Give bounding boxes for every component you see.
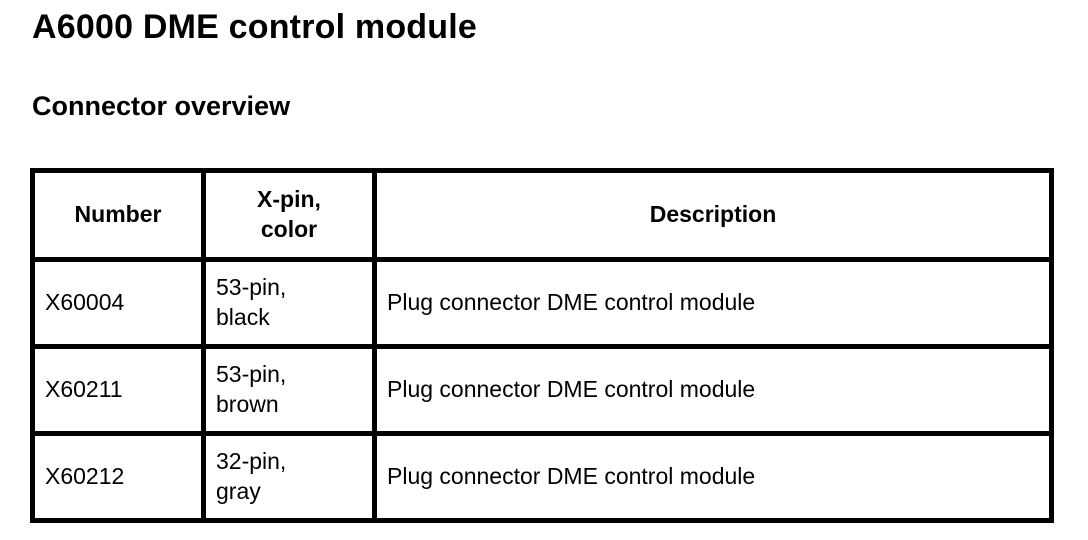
- page-title: A6000 DME control module: [32, 8, 477, 46]
- cell-description: Plug connector DME control module: [372, 431, 1054, 523]
- cell-connector-number: X60004: [30, 257, 206, 349]
- cell-description: Plug connector DME control module: [372, 344, 1054, 436]
- table-row: X60004 53-pin, black Plug connector DME …: [30, 257, 1054, 349]
- table-row: X60211 53-pin, brown Plug connector DME …: [30, 344, 1054, 436]
- cell-description: Plug connector DME control module: [372, 257, 1054, 349]
- cell-connector-number: X60212: [30, 431, 206, 523]
- cell-xpin-color: 32-pin, gray: [201, 431, 377, 523]
- table-row: X60212 32-pin, gray Plug connector DME c…: [30, 431, 1054, 523]
- section-subtitle: Connector overview: [32, 91, 291, 121]
- cell-xpin-color: 53-pin, black: [201, 257, 377, 349]
- column-header-description: Description: [372, 168, 1054, 262]
- table-header-row: Number X-pin, color Description: [30, 168, 1054, 262]
- cell-xpin-color: 53-pin, brown: [201, 344, 377, 436]
- connector-overview-table: Number X-pin, color Description X60004 5…: [30, 168, 1054, 523]
- column-header-xpin-color: X-pin, color: [201, 168, 377, 262]
- cell-connector-number: X60211: [30, 344, 206, 436]
- column-header-number: Number: [30, 168, 206, 262]
